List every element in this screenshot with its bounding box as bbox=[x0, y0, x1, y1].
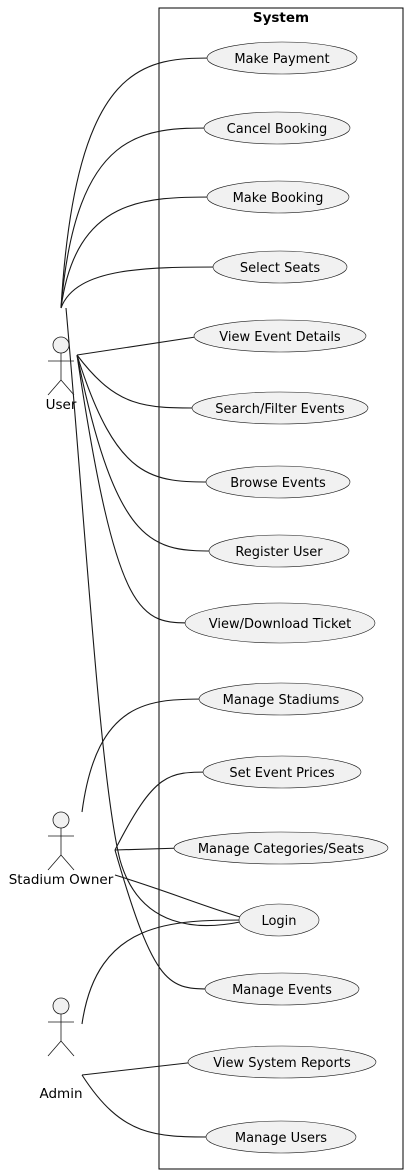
association-owner-login bbox=[114, 874, 241, 918]
use-case-make-payment: Make Payment bbox=[206, 41, 358, 75]
use-case-login: Login bbox=[238, 903, 320, 937]
actor-label: User bbox=[46, 397, 77, 413]
association-user-make-payment bbox=[60, 57, 216, 309]
association-user-browse-events bbox=[76, 354, 215, 483]
use-case-ellipse bbox=[205, 1120, 357, 1154]
use-case-search-filter-events: Search/Filter Events bbox=[191, 391, 369, 425]
actor-label: Stadium Owner bbox=[9, 872, 114, 888]
use-case-label: Login bbox=[261, 914, 296, 929]
use-case-view-download-ticket: View/Download Ticket bbox=[184, 602, 376, 644]
use-case-label: View Event Details bbox=[219, 330, 341, 345]
use-case-select-seats: Select Seats bbox=[212, 250, 348, 284]
use-case-label: Browse Events bbox=[230, 476, 326, 491]
use-case-label: Manage Categories/Seats bbox=[198, 842, 365, 857]
association-user-search-filter-events bbox=[76, 354, 201, 409]
use-case-ellipse bbox=[198, 682, 364, 716]
use-case-manage-events: Manage Events bbox=[204, 972, 360, 1006]
use-case-ellipse bbox=[184, 602, 376, 644]
actor-left-leg bbox=[47, 379, 62, 396]
use-case-ellipse bbox=[203, 111, 351, 145]
association-owner-set-event-prices bbox=[114, 771, 212, 851]
system-boundary-rect bbox=[158, 7, 404, 1170]
association-owner-manage-stadiums bbox=[81, 698, 208, 813]
use-case-browse-events: Browse Events bbox=[205, 465, 351, 499]
use-case-set-event-prices: Set Event Prices bbox=[202, 755, 362, 789]
association-admin-view-system-reports bbox=[81, 1061, 197, 1076]
use-case-ellipse bbox=[204, 972, 360, 1006]
association-admin-manage-users bbox=[81, 1074, 215, 1138]
use-case-ellipse bbox=[205, 465, 351, 499]
actor-owner: Stadium Owner bbox=[9, 811, 114, 888]
association-user-view-download-ticket bbox=[76, 354, 194, 624]
use-case-ellipse bbox=[187, 1045, 377, 1079]
use-case-cancel-booking: Cancel Booking bbox=[203, 111, 351, 145]
actor-label: Admin bbox=[39, 1086, 82, 1102]
association-user-register-user bbox=[76, 354, 218, 552]
use-case-label: Search/Filter Events bbox=[215, 402, 345, 417]
association-owner-manage-categories-seats bbox=[114, 847, 183, 851]
association-user-select-seats bbox=[60, 266, 222, 309]
use-case-manage-users: Manage Users bbox=[205, 1120, 357, 1154]
use-case-label: Make Payment bbox=[234, 52, 329, 67]
use-case-label: Register User bbox=[235, 545, 323, 560]
actor-left-leg bbox=[47, 854, 62, 871]
use-case-view-event-details: View Event Details bbox=[193, 319, 367, 353]
use-case-ellipse bbox=[208, 534, 350, 568]
use-case-label: View System Reports bbox=[213, 1056, 351, 1071]
use-case-label: Cancel Booking bbox=[227, 122, 328, 137]
use-case-ellipse bbox=[238, 903, 320, 937]
use-case-register-user: Register User bbox=[208, 534, 350, 568]
actor-admin: Admin bbox=[39, 997, 83, 1102]
use-case-manage-categories-seats: Manage Categories/Seats bbox=[173, 831, 389, 865]
actor-right-leg bbox=[60, 854, 75, 871]
association-lines bbox=[60, 57, 248, 1138]
use-case-ellipse bbox=[191, 391, 369, 425]
actor-head bbox=[52, 336, 70, 354]
actor-right-leg bbox=[60, 1040, 75, 1057]
use-case-ellipse bbox=[193, 319, 367, 353]
use-case-manage-stadiums: Manage Stadiums bbox=[198, 682, 364, 716]
use-case-ellipse bbox=[173, 831, 389, 865]
use-case-label: View/Download Ticket bbox=[209, 617, 351, 632]
actor-head bbox=[52, 811, 70, 829]
use-case-ellipse bbox=[212, 250, 348, 284]
system-boundary: System bbox=[158, 7, 404, 1170]
association-owner-manage-events bbox=[114, 849, 214, 990]
use-case-ellipse bbox=[206, 180, 350, 214]
system-title: System bbox=[253, 10, 309, 26]
association-admin-login bbox=[81, 919, 248, 1025]
use-case-label: Manage Stadiums bbox=[223, 693, 340, 708]
actor-user: User bbox=[46, 336, 77, 413]
use-case-view-system-reports: View System Reports bbox=[187, 1045, 377, 1079]
actor-head bbox=[52, 997, 70, 1015]
use-case-ellipse bbox=[206, 41, 358, 75]
association-user-view-event-details bbox=[76, 335, 203, 356]
use-case-label: Select Seats bbox=[240, 261, 321, 276]
actor-right-leg bbox=[60, 379, 75, 396]
use-case-label: Set Event Prices bbox=[229, 766, 335, 781]
use-case-make-booking: Make Booking bbox=[206, 180, 350, 214]
association-user-cancel-booking bbox=[60, 127, 213, 309]
association-user-make-booking bbox=[60, 196, 216, 309]
use-case-label: Manage Events bbox=[232, 983, 332, 998]
use-case-label: Manage Users bbox=[235, 1131, 327, 1146]
actor-left-leg bbox=[47, 1040, 62, 1057]
use-case-ellipse bbox=[202, 755, 362, 789]
use-case-label: Make Booking bbox=[233, 191, 324, 206]
